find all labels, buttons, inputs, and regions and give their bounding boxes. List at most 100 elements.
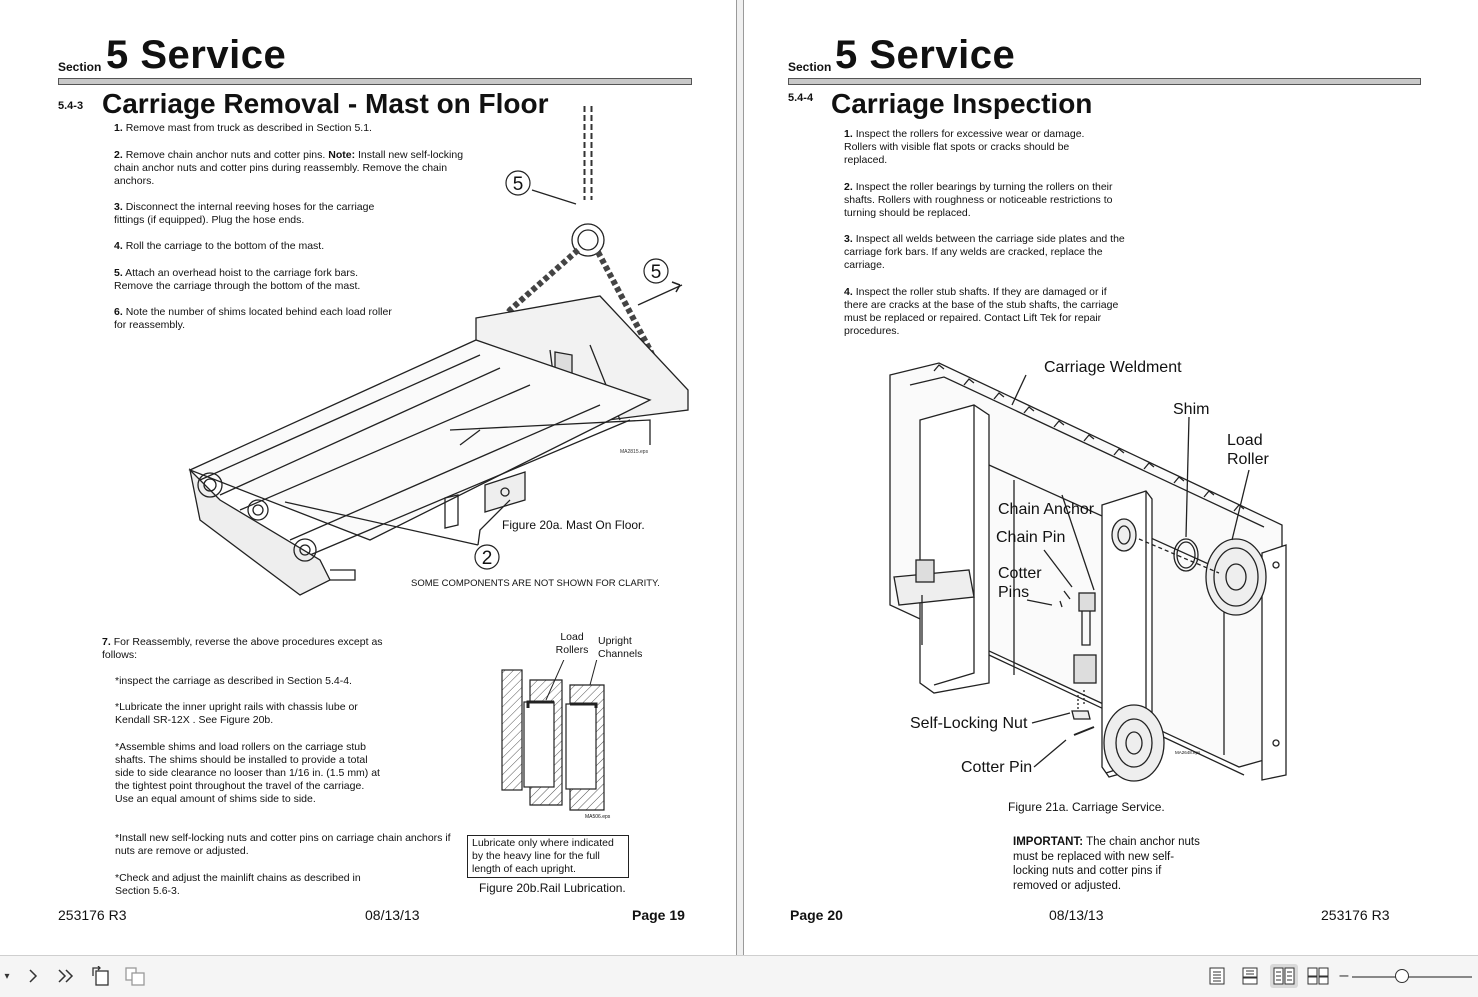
label-chain-anchor: Chain Anchor: [998, 501, 1095, 518]
two-page-view-icon[interactable]: [1270, 964, 1298, 988]
footer-date: 08/13/13: [1049, 907, 1104, 923]
zoom-slider-thumb[interactable]: [1395, 969, 1410, 983]
step-number: 5.: [114, 267, 123, 279]
file-tag-b: MA506.eps: [585, 814, 611, 820]
step-2: 2. Remove chain anchor nuts and cotter p…: [114, 149, 486, 188]
important-note: IMPORTANT: The chain anchor nuts must be…: [1013, 835, 1203, 893]
subsection-number: 5.4-3: [58, 100, 84, 112]
section-rule: [788, 78, 1421, 85]
zoom-slider-track[interactable]: [1352, 976, 1472, 978]
extract-page-icon[interactable]: [122, 964, 148, 988]
zoom-out-icon[interactable]: –: [1339, 967, 1349, 984]
step-number: 1.: [844, 128, 853, 140]
step-number: 4.: [114, 240, 123, 252]
left-page: Section 5 Service 5.4-3 Carriage Removal…: [0, 0, 736, 955]
step-2: 2. Inspect the roller bearings by turnin…: [844, 181, 1129, 220]
note-label: Note:: [328, 149, 356, 161]
step-text: Inspect the rollers for excessive wear o…: [844, 128, 1085, 166]
callout-5b: 5: [651, 262, 662, 283]
bullet-4: *Install new self-locking nuts and cotte…: [115, 832, 451, 857]
bullet-2: *Lubricate the inner upright rails with …: [115, 701, 358, 726]
figure-20b-caption: Figure 20b.Rail Lubrication.: [479, 881, 626, 895]
step-text: Attach an overhead hoist to the carriage…: [114, 267, 361, 292]
page-gutter: [736, 0, 744, 955]
step-1: 1. Inspect the rollers for excessive wea…: [844, 128, 1114, 167]
section-word: Section: [58, 60, 102, 74]
label-shim: Shim: [1173, 401, 1210, 418]
step-6: 6. Note the number of shims located behi…: [114, 306, 394, 332]
step-text: Remove mast from truck as described in S…: [125, 122, 372, 134]
rotate-page-icon[interactable]: [88, 964, 114, 988]
label-load-roller-2: Roller: [1227, 451, 1269, 468]
step-4: 4. Inspect the roller stub shafts. If th…: [844, 286, 1124, 338]
continuous-view-icon[interactable]: [1238, 964, 1262, 988]
label-cotter-2: Pins: [998, 584, 1030, 601]
clarity-note: SOME COMPONENTS ARE NOT SHOWN FOR CLARIT…: [411, 578, 660, 589]
next-page-icon[interactable]: [22, 964, 44, 988]
step-3: 3. Inspect all welds between the carriag…: [844, 233, 1129, 272]
two-page-continuous-icon[interactable]: [1305, 964, 1331, 988]
step-number: 7.: [102, 636, 111, 648]
callout-5a: 5: [513, 174, 524, 195]
single-page-view-icon[interactable]: [1206, 964, 1228, 988]
step-text: Roll the carriage to the bottom of the m…: [125, 240, 325, 252]
section-label: Section: [788, 58, 831, 76]
label-carriage-weldment: Carriage Weldment: [1044, 359, 1182, 376]
step-text: Disconnect the internal reeving hoses fo…: [114, 201, 375, 226]
step-number: 3.: [844, 233, 853, 245]
bullet-1: *inspect the carriage as described in Se…: [115, 675, 352, 687]
section-word: Section: [788, 60, 832, 74]
subsection-title: Carriage Removal - Mast on Floor: [102, 88, 549, 119]
mast-on-floor-figure: 5 5 2 MA2815.eps: [180, 100, 700, 600]
step-number: 2.: [844, 181, 853, 193]
step-text: Inspect the roller stub shafts. If they …: [844, 286, 1119, 337]
callout-2: 2: [482, 548, 493, 569]
step-text: For Reassembly, reverse the above proced…: [102, 636, 383, 661]
viewer-toolbar: ▾ –: [0, 955, 1478, 997]
file-tag-21a: MA2648.eps: [1175, 750, 1201, 755]
step-text: Install new self-locking chain anchor nu…: [114, 149, 464, 187]
footer-page-number: Page 20: [790, 907, 843, 923]
bullet-5: *Check and adjust the mainlift chains as…: [115, 872, 361, 897]
step-text: Remove chain anchor nuts and cotter pins…: [125, 149, 326, 161]
section-title: 5 Service: [835, 33, 1016, 77]
step-1: 1. Remove mast from truck as described i…: [114, 122, 474, 135]
lubrication-note-box: Lubricate only where indicated by the he…: [467, 835, 629, 878]
step-4: 4. Roll the carriage to the bottom of th…: [114, 240, 474, 253]
step-7: 7. For Reassembly, reverse the above pro…: [102, 636, 392, 662]
step-number: 2.: [114, 149, 123, 161]
label-load-roller-1: Load: [1227, 432, 1263, 449]
last-page-icon[interactable]: [54, 964, 78, 988]
step-text: Note the number of shims located behind …: [114, 306, 392, 331]
file-tag: MA2815.eps: [620, 449, 649, 455]
important-text: The chain anchor nuts must be replaced w…: [1013, 836, 1200, 892]
step-3: 3. Disconnect the internal reeving hoses…: [114, 201, 404, 227]
footer-page-number: Page 19: [632, 907, 685, 923]
carriage-service-figure: [884, 355, 1304, 785]
step-number: 6.: [114, 306, 123, 318]
step-number: 4.: [844, 286, 853, 298]
section-title: 5 Service: [106, 33, 287, 77]
label-chain-pin: Chain Pin: [996, 529, 1066, 546]
label-self-locking-nut: Self-Locking Nut: [910, 715, 1028, 732]
label-cotter-1: Cotter: [998, 565, 1042, 582]
dropdown-arrow-icon[interactable]: ▾: [4, 970, 10, 982]
section-rule: [58, 78, 692, 85]
footer-date: 08/13/13: [365, 907, 420, 923]
label-upright-channels: Upright Channels: [598, 635, 643, 660]
step-text: Inspect all welds between the carriage s…: [844, 233, 1125, 271]
footer-doc-number: 253176 R3: [1321, 907, 1390, 923]
label-load-rollers: Load Rollers: [555, 631, 589, 656]
step-number: 1.: [114, 122, 123, 134]
footer-doc-number: 253176 R3: [58, 907, 127, 923]
important-label: IMPORTANT:: [1013, 836, 1084, 848]
figure-21a-caption: Figure 21a. Carriage Service.: [1008, 800, 1165, 814]
step-number: 3.: [114, 201, 123, 213]
label-cotter-pin: Cotter Pin: [961, 759, 1033, 776]
subsection-title: Carriage Inspection: [831, 88, 1093, 119]
bullet-3: *Assemble shims and load rollers on the …: [115, 741, 380, 805]
rail-lubrication-figure: [498, 660, 628, 820]
right-page: Section 5 Service 5.4-4 Carriage Inspect…: [744, 0, 1478, 955]
step-text: Inspect the roller bearings by turning t…: [844, 181, 1113, 219]
subsection-number: 5.4-4: [788, 92, 814, 104]
